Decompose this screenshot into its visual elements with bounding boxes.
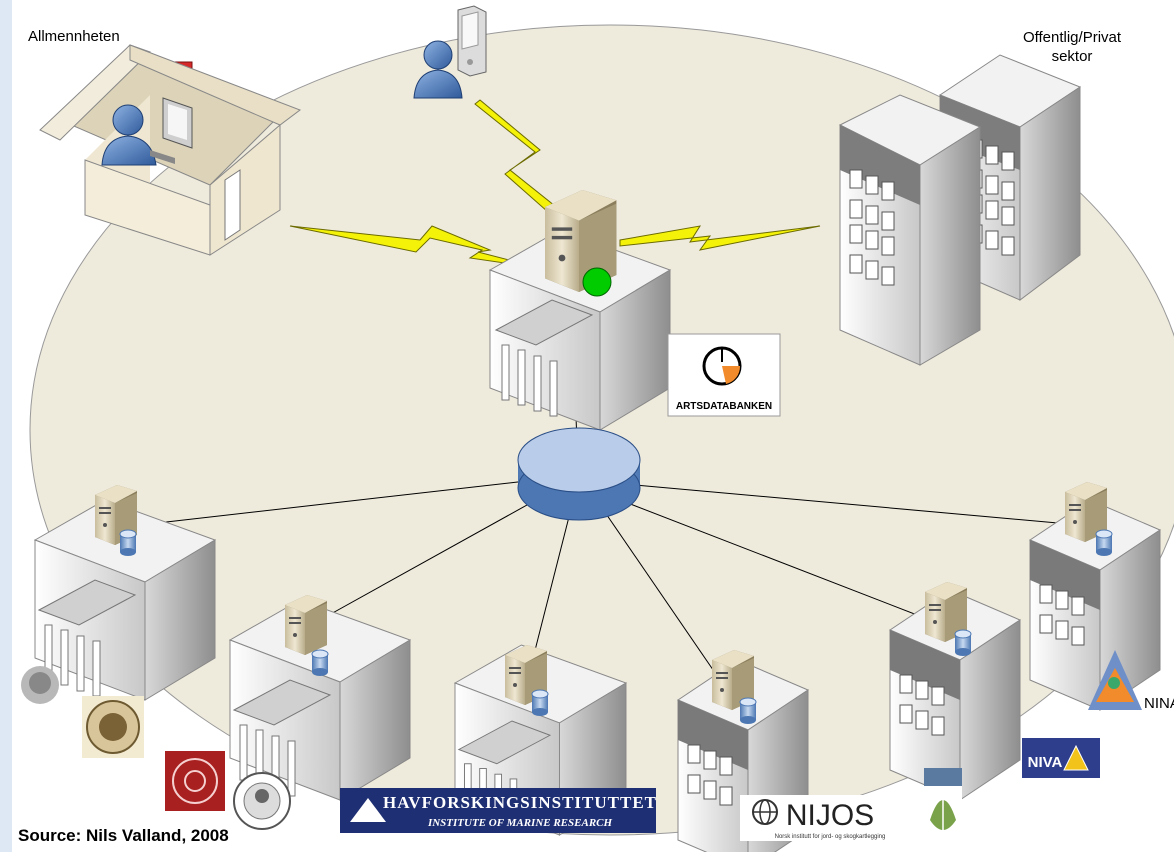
database-icon <box>119 529 137 557</box>
office-building-icon <box>838 94 982 366</box>
database-icon <box>739 697 757 725</box>
havforsking-subtitle: INSTITUTE OF MARINE RESEARCH <box>427 817 613 829</box>
leaf-logo <box>924 768 962 836</box>
source-caption: Source: Nils Valland, 2008 <box>18 826 229 845</box>
havforsking-logo: HAVFORSKINGSINSTITUTTET INSTITUTE OF MAR… <box>340 788 657 833</box>
nijos-logo: NIJOS Norsk institutt for jord- og skogk… <box>740 795 918 841</box>
house-icon <box>39 44 302 256</box>
user-icon <box>101 104 157 166</box>
network-hub-icon <box>517 427 641 521</box>
havforsking-title: HAVFORSKINGSINSTITUTTET <box>383 793 657 812</box>
user-icon <box>413 40 463 99</box>
sector-label-line2: sektor <box>1051 48 1093 65</box>
server-icon <box>285 595 327 655</box>
artsdatabanken-logo: ARTSDATABANKEN <box>667 333 781 417</box>
niva-logo: NIVA <box>1022 738 1100 778</box>
university-seal-gray <box>21 666 59 704</box>
status-dot-icon <box>582 267 612 297</box>
sector-label-line1: Offentlig/Privat <box>1022 29 1122 46</box>
public-label: Allmennheten <box>28 28 120 45</box>
left-border-stripe <box>0 0 12 852</box>
database-icon <box>1095 529 1113 557</box>
nijos-text: NIJOS <box>786 799 874 832</box>
database-icon <box>311 649 329 677</box>
sector-label: Offentlig/Privat sektor <box>1018 28 1126 66</box>
tromso-university-logo <box>165 751 225 811</box>
artsdatabanken-text: ARTSDATABANKEN <box>676 401 772 412</box>
niva-text: NIVA <box>1028 754 1063 771</box>
nijos-subtitle: Norsk institutt for jord- og skogkartleg… <box>775 834 886 840</box>
bergen-university-seal <box>233 772 291 830</box>
database-icon <box>954 629 972 657</box>
mobile-user <box>413 5 487 99</box>
mobile-device-icon <box>457 5 487 77</box>
wireless-link-sector <box>619 225 821 251</box>
hub-connection-lines <box>139 389 1081 681</box>
database-icon <box>531 689 549 717</box>
oslo-university-seal <box>82 696 144 758</box>
